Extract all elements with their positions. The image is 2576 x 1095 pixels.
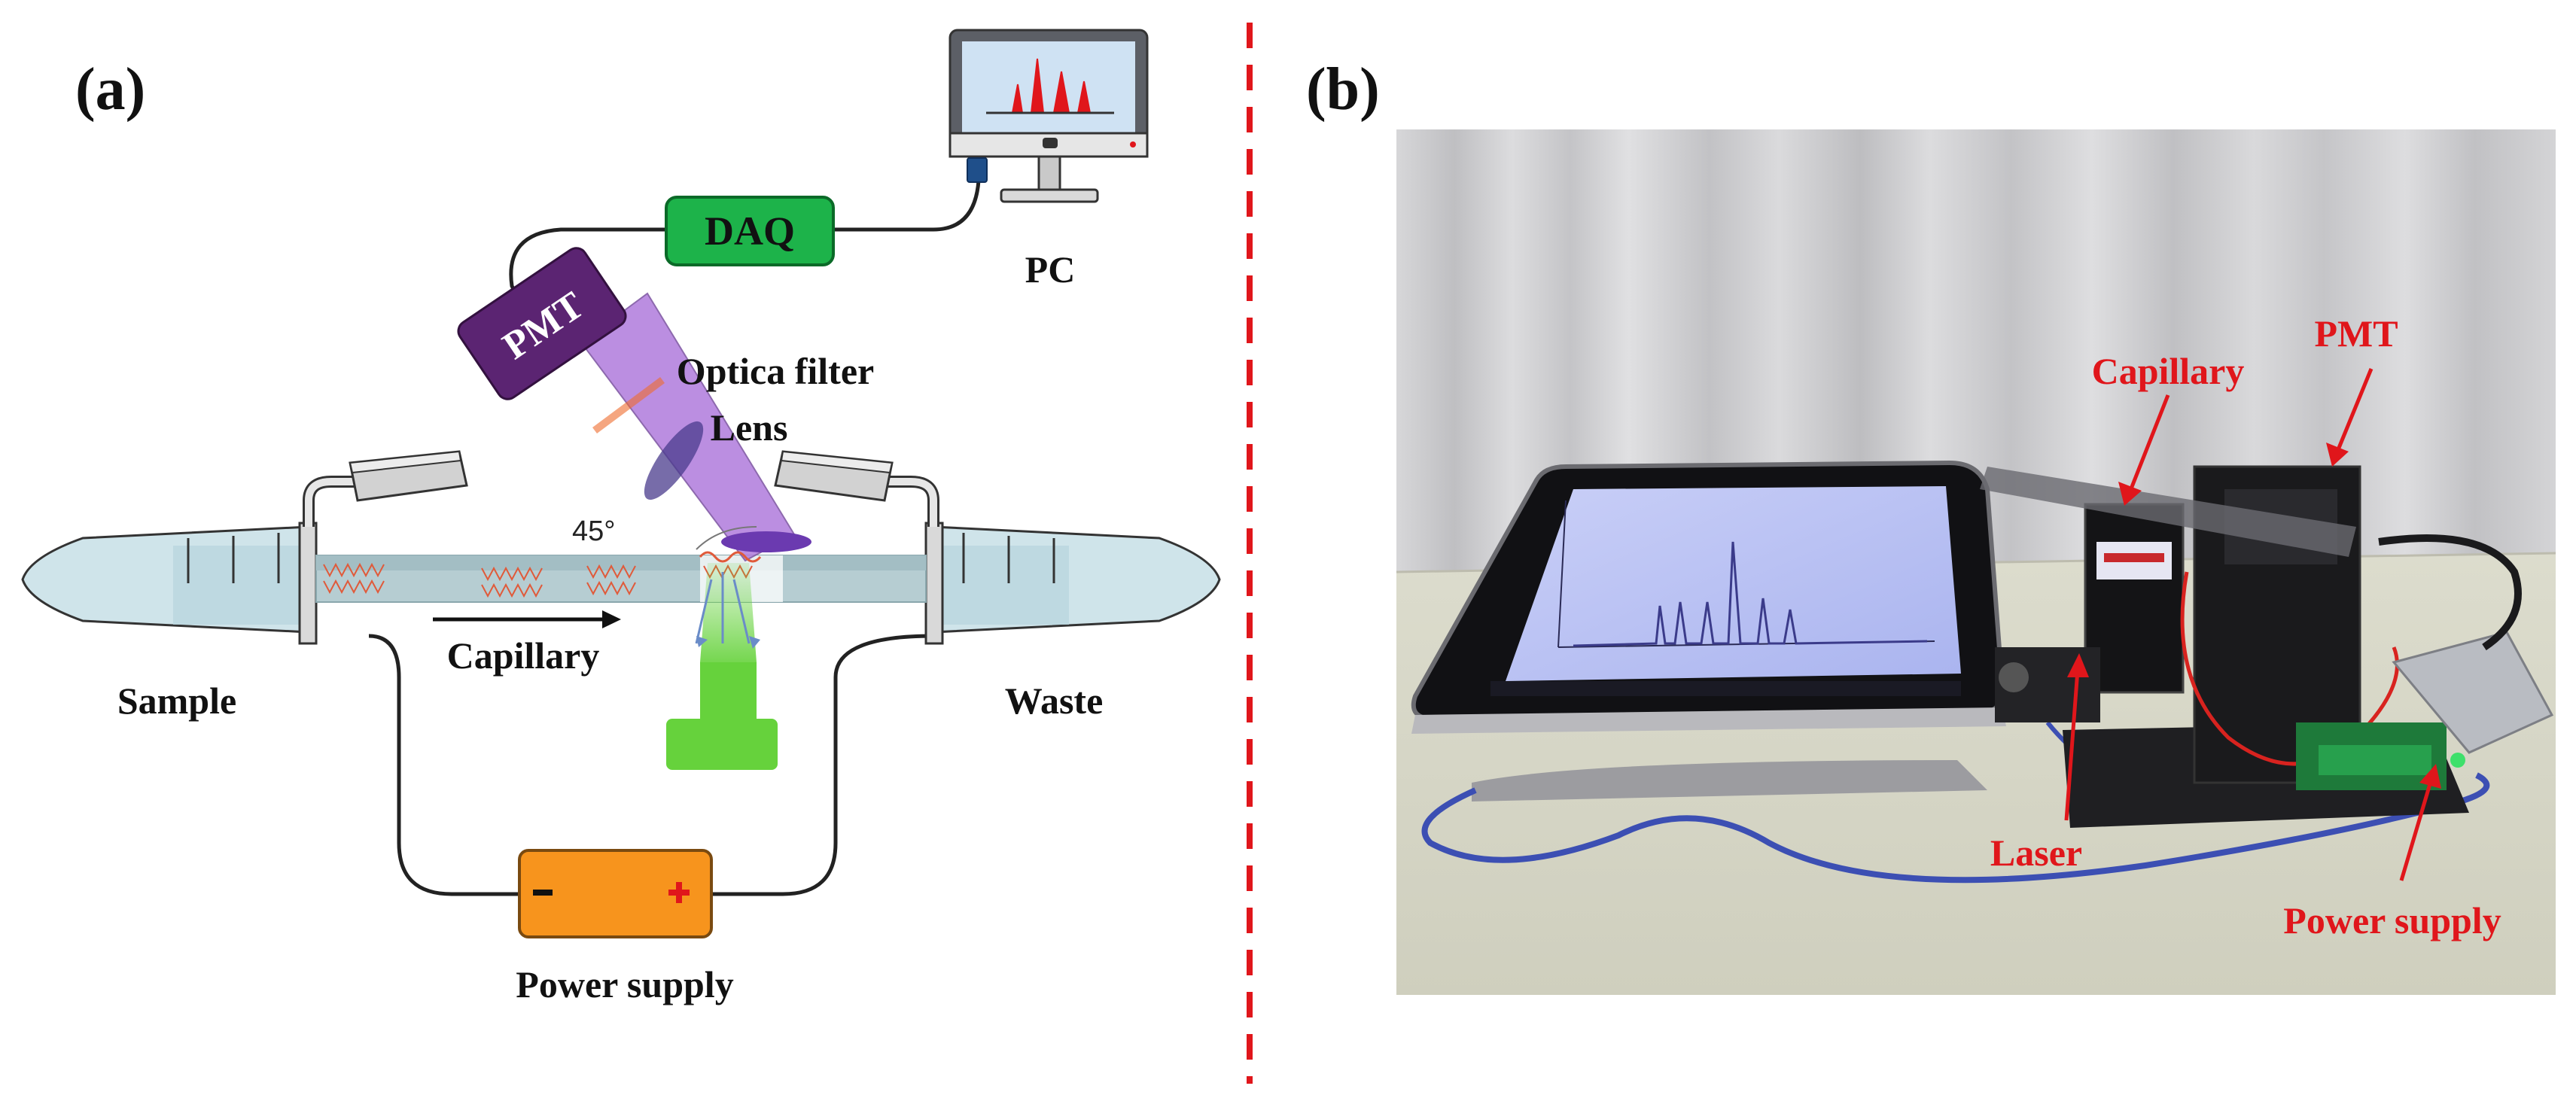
lens-icon [644, 421, 704, 500]
waste-reservoir [924, 522, 1221, 645]
wire-pmt-daq [509, 227, 670, 318]
electrode-left [303, 450, 468, 527]
waste-label: Waste [1005, 680, 1104, 722]
electrode-right [774, 450, 939, 527]
photo-laser-label: Laser [1990, 832, 2082, 874]
wire-right-power [711, 634, 934, 896]
angle-arc [696, 526, 757, 550]
sample-reservoir [21, 522, 318, 645]
usb-cable [1421, 772, 2490, 884]
laser-device [2084, 503, 2185, 694]
panel-b-label: (b) [1306, 56, 1380, 123]
wire-daq-pc [832, 180, 981, 232]
power-supply-battery [518, 849, 713, 938]
pc-label: PC [1025, 248, 1076, 290]
capillary-tube [315, 555, 927, 603]
setup-photo [1396, 129, 2556, 995]
power-supply-label: Power supply [516, 963, 733, 1005]
minus-icon [533, 890, 553, 896]
daq-label: DAQ [705, 208, 795, 254]
pmt-assembly: PMT [457, 247, 811, 562]
panel-a-label: (a) [75, 56, 145, 123]
wire-left-power [368, 634, 519, 896]
pc-monitor-icon [948, 29, 1149, 203]
power-supply-device [2392, 631, 2554, 754]
filter-label: Optica filter [677, 350, 874, 392]
capillary-holder [1980, 467, 2356, 557]
photo-pmt-label: PMT [2314, 312, 2398, 354]
daq-box: DAQ [665, 196, 835, 266]
panel-a: (a) [21, 29, 1221, 1005]
sample-label: Sample [117, 680, 236, 722]
capillary-label: Capillary [447, 634, 600, 677]
photo-capillary-label: Capillary [2092, 350, 2245, 392]
panel-b: (b) [1306, 56, 2556, 995]
lens-label: Lens [711, 406, 788, 449]
flow-arrow [433, 610, 621, 628]
annotation-arrows [2064, 368, 2441, 881]
angle-label: 45° [572, 516, 615, 547]
photo-power-supply-label: Power supply [2283, 899, 2501, 941]
tablet [1411, 460, 2006, 801]
laser [666, 551, 778, 770]
